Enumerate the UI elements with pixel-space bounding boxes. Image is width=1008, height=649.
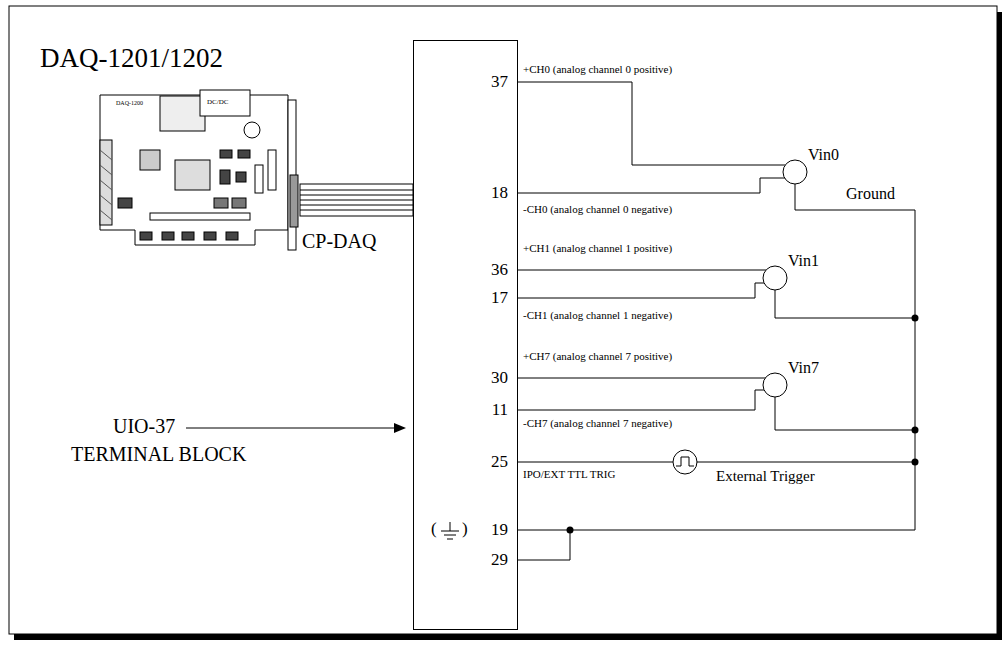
signal-name: -CH7 (analog channel 7 negative) <box>523 417 672 430</box>
pin-number: 36 <box>478 260 508 280</box>
signal-name: -CH0 (analog channel 0 negative) <box>523 203 672 216</box>
cable-name: CP-DAQ <box>302 230 376 253</box>
ground-bracket: ) <box>462 519 468 539</box>
daq-card <box>100 90 298 250</box>
daq-card: DAQ-1201/1202 <box>35 40 300 255</box>
source-name: Vin0 <box>808 146 839 164</box>
pin-number: 25 <box>478 452 508 472</box>
frame-shadow <box>997 12 1002 640</box>
frame <box>9 6 997 634</box>
trigger-source <box>673 450 697 474</box>
source-name: External Trigger <box>716 468 815 485</box>
node-title: DAQ-1201/1202 <box>40 43 223 74</box>
frame-shadow <box>14 634 1002 640</box>
board-marking: DC/DC <box>207 98 228 106</box>
pin-number: 17 <box>478 288 508 308</box>
board-marking: DAQ-1200 <box>116 100 143 107</box>
pin-number: 37 <box>478 72 508 92</box>
leader-arrow <box>186 423 406 433</box>
pin-number: 29 <box>478 550 508 570</box>
node-title-line: TERMINAL BLOCK <box>71 443 246 466</box>
ribbon-cable <box>300 184 413 216</box>
signal-name: +CH0 (analog channel 0 positive) <box>523 63 672 76</box>
ground-label: Ground <box>846 185 895 203</box>
signal-name: -CH1 (analog channel 1 negative) <box>523 309 672 322</box>
wires <box>518 82 915 560</box>
source-name: Vin1 <box>788 252 819 270</box>
source-name: Vin7 <box>788 359 819 377</box>
signal-name: +CH1 (analog channel 1 positive) <box>523 242 672 255</box>
pin-number: 18 <box>478 183 508 203</box>
ground-symbol <box>441 522 459 539</box>
node-title: UIO-37 <box>113 415 175 438</box>
terminal-block: UIO-37TERMINAL BLOCK <box>413 40 518 630</box>
pin-number: 19 <box>478 520 508 540</box>
signal-name: +CH7 (analog channel 7 positive) <box>523 350 672 363</box>
signal-name: IPO/EXT TTL TRIG <box>523 468 615 481</box>
pin-number: 11 <box>478 400 508 420</box>
pin-number: 30 <box>478 368 508 388</box>
ground-bracket: ( <box>431 519 437 539</box>
